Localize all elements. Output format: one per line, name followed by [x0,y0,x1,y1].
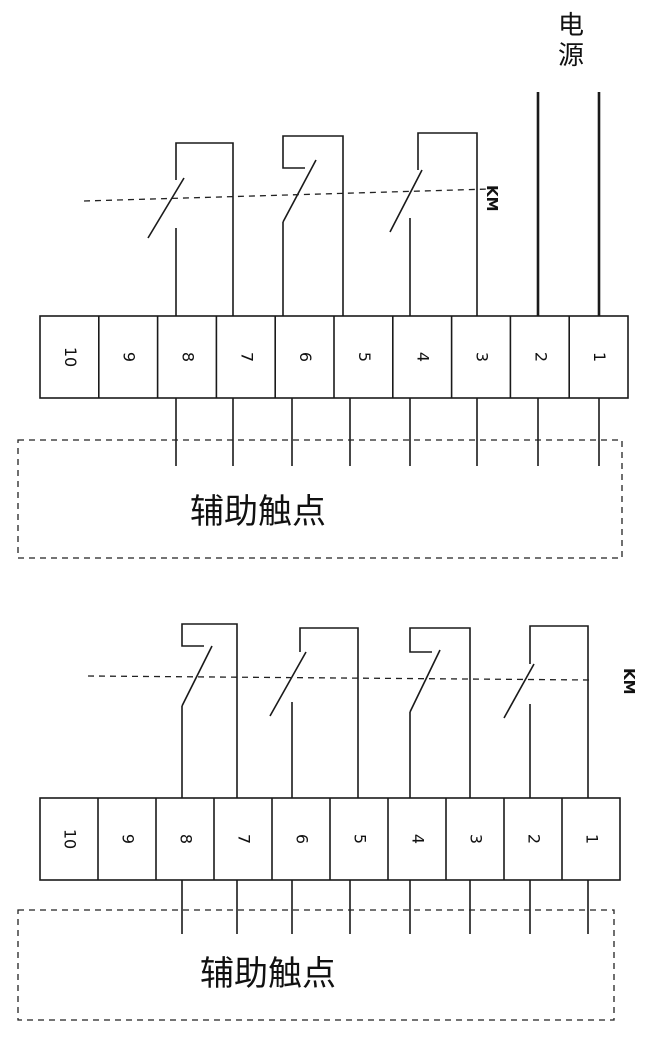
contact-2-1-bottom [503,625,589,798]
contact-6-5-bottom [269,627,359,798]
contact-4-3-bottom [409,627,471,798]
bottom-terminal-4: 4 [409,834,428,844]
leads-top [175,398,600,466]
aux-contacts-label-bottom: 辅助触点 [200,954,336,994]
bottom-terminal-3: 3 [467,834,486,844]
top-terminal-1: 1 [590,352,609,362]
bottom-terminal-9: 9 [119,834,138,844]
bottom-terminal-10: 10 [61,829,80,849]
linkage-dashed-top [83,188,491,202]
top-terminal-9: 9 [120,352,139,362]
top-terminal-6: 6 [296,352,315,362]
bottom-terminal-6: 6 [293,834,312,844]
top-terminal-7: 7 [237,352,256,362]
km-label-bottom: KM [620,668,638,695]
km-label-top: KM [483,185,501,212]
contact-8-7 [147,142,234,316]
bottom-terminal-2: 2 [525,834,544,844]
top-diagram: 电 源 KM 10 9 8 7 6 5 4 3 2 1 [17,11,629,559]
bottom-diagram: KM 10 9 8 7 6 5 4 3 2 1 [17,623,638,1021]
power-source-label-char-1: 电 [558,11,584,41]
bottom-terminal-1: 1 [583,834,602,844]
power-source-label-char-2: 源 [558,41,584,71]
aux-contacts-box-bottom [17,909,615,1021]
leads-bottom [181,880,589,934]
terminal-block-bottom: 10 9 8 7 6 5 4 3 2 1 [39,797,621,881]
top-terminal-10: 10 [61,347,80,367]
bottom-terminal-5: 5 [351,834,370,844]
bottom-terminal-7: 7 [235,834,254,844]
top-terminal-4: 4 [414,352,433,362]
top-terminal-2: 2 [531,352,550,362]
contact-8-7-bottom [181,623,238,798]
contact-4-3 [389,132,478,316]
top-terminal-3: 3 [473,352,492,362]
top-terminal-8: 8 [179,352,198,362]
top-terminal-5: 5 [355,352,374,362]
terminal-block-top: 10 9 8 7 6 5 4 3 2 1 [39,315,629,399]
linkage-dashed-bottom [87,675,593,681]
aux-contacts-label-top: 辅助触点 [190,492,326,532]
contact-6-5 [282,135,344,316]
aux-contacts-box-top [17,439,623,559]
bottom-terminal-8: 8 [177,834,196,844]
